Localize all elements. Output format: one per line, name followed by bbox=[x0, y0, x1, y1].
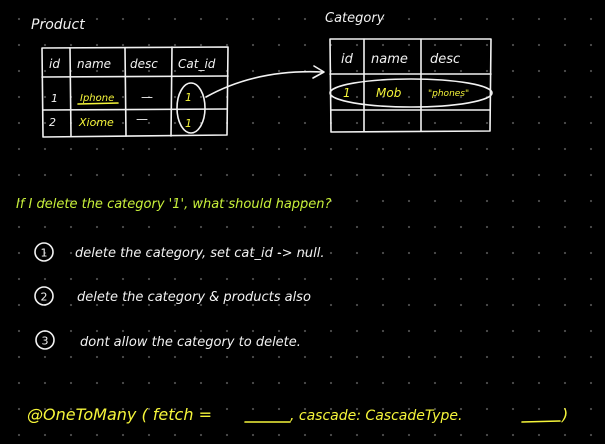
option-number: 2 bbox=[41, 291, 48, 304]
annotation-line: @OneToMany ( fetch = , cascade: CascadeT… bbox=[27, 405, 568, 424]
relation-arrow bbox=[205, 70, 324, 98]
product-cell-cat-id: 1 bbox=[185, 117, 192, 130]
product-title: Product bbox=[31, 17, 85, 33]
product-col-divider bbox=[170, 46, 173, 137]
product-cell-name: Xiome bbox=[78, 116, 114, 129]
category-table: Category id name desc 1 Mob "phones" bbox=[325, 11, 493, 133]
product-header-cat-id: Cat_id bbox=[178, 57, 216, 71]
product-header-desc: desc bbox=[130, 57, 158, 71]
option-text: dont allow the category to delete. bbox=[80, 335, 301, 350]
product-col-divider bbox=[69, 47, 72, 137]
product-table: Product id name desc Cat_id 1 Iphone — 1… bbox=[31, 17, 229, 138]
option-list: 1 delete the category, set cat_id -> nul… bbox=[34, 242, 325, 350]
option-number-circle-icon bbox=[34, 242, 54, 262]
product-cell-name: Iphone bbox=[80, 93, 114, 104]
option-number: 1 bbox=[41, 247, 48, 260]
product-table-border bbox=[41, 46, 229, 138]
cat-id-circle bbox=[176, 82, 206, 134]
highlight-underline bbox=[77, 102, 119, 105]
arrow-head-icon bbox=[312, 65, 325, 79]
category-header-id: id bbox=[341, 52, 354, 67]
cascade-blank-line bbox=[521, 420, 561, 423]
option-item: 3 dont allow the category to delete. bbox=[35, 330, 301, 350]
product-cell-desc: — bbox=[141, 90, 153, 104]
category-cell-desc: "phones" bbox=[428, 89, 469, 99]
product-col-divider bbox=[124, 47, 127, 137]
option-number-circle-icon bbox=[35, 330, 55, 350]
option-number: 3 bbox=[42, 335, 49, 348]
option-text: delete the category & products also bbox=[77, 290, 311, 305]
option-text: delete the category, set cat_id -> null. bbox=[75, 246, 325, 261]
product-row-divider bbox=[42, 108, 228, 111]
product-header-id: id bbox=[49, 57, 60, 71]
category-table-border bbox=[329, 38, 492, 133]
product-header-divider bbox=[41, 75, 229, 78]
option-item: 1 delete the category, set cat_id -> nul… bbox=[34, 242, 325, 262]
category-cell-name: Mob bbox=[376, 86, 402, 100]
product-header-name: name bbox=[77, 57, 111, 71]
category-header-desc: desc bbox=[430, 52, 460, 67]
category-header-name: name bbox=[371, 52, 408, 67]
annotation-prefix: @OneToMany ( fetch = bbox=[27, 405, 212, 424]
product-cell-cat-id: 1 bbox=[185, 91, 192, 104]
category-title: Category bbox=[325, 11, 385, 26]
question-text: If I delete the category '1', what shoul… bbox=[16, 197, 332, 212]
product-cell-id: 1 bbox=[51, 92, 58, 105]
category-row-circle bbox=[329, 78, 493, 108]
category-cell-id: 1 bbox=[343, 86, 351, 100]
annotation-suffix: ) bbox=[561, 405, 568, 424]
product-cell-id: 2 bbox=[49, 116, 56, 129]
annotation-middle: , cascade: CascadeType. bbox=[290, 408, 462, 424]
option-item: 2 delete the category & products also bbox=[34, 286, 311, 306]
option-number-circle-icon bbox=[34, 286, 54, 306]
product-cell-desc: — bbox=[136, 112, 148, 126]
